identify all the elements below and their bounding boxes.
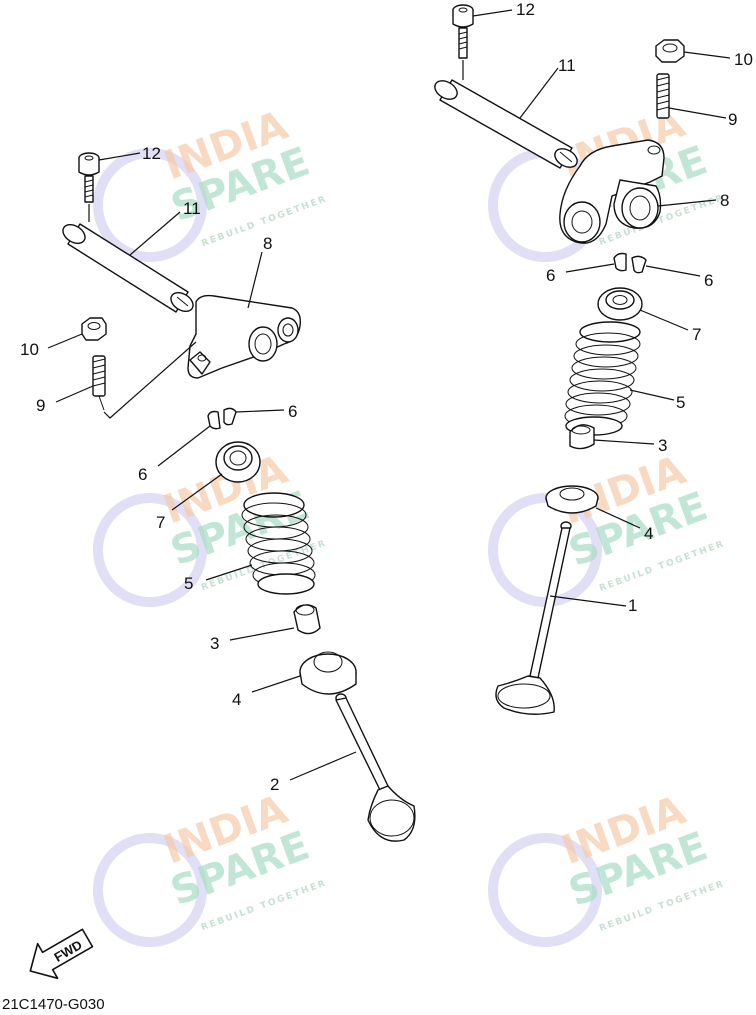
leader-line <box>98 152 141 161</box>
leader-line <box>103 341 197 419</box>
watermark-bottom-left: INDIA SPARE REBUILD TOGETHER <box>93 787 328 947</box>
leader-line <box>129 211 181 256</box>
callout-left-9: 9 <box>36 396 45 415</box>
left-adjusting-screw-9 <box>92 355 106 411</box>
right-nut-10 <box>655 39 685 63</box>
fwd-arrow-icon: FWD <box>29 928 94 980</box>
left-valve-cotters-6 <box>207 407 237 430</box>
callout-right-9: 9 <box>728 110 737 129</box>
leader-line <box>565 263 615 273</box>
leader-line <box>251 675 301 693</box>
leader-line <box>157 425 211 467</box>
right-valve-1 <box>495 521 572 715</box>
left-rocker-arm-8 <box>187 294 302 379</box>
callout-left-8: 8 <box>263 234 272 253</box>
leader-line <box>289 751 357 781</box>
leader-line <box>657 199 717 207</box>
callout-right-5: 5 <box>676 393 685 412</box>
leader-line <box>205 564 253 581</box>
watermark-top-left: INDIA SPARE REBUILD TOGETHER <box>93 102 329 262</box>
leader-line <box>629 389 675 401</box>
watermark-mid-right: INDIA SPARE REBUILD TOGETHER <box>488 447 727 607</box>
left-stem-seal-3 <box>293 604 321 635</box>
callout-right-4: 4 <box>644 524 653 543</box>
right-rocker-arm-8 <box>559 139 665 244</box>
left-spring-retainer-7 <box>215 441 261 483</box>
callout-left-5: 5 <box>184 574 193 593</box>
left-spring-seat-4 <box>299 651 357 695</box>
right-rocker-shaft-11 <box>434 79 578 169</box>
callout-right-10: 10 <box>734 50 753 69</box>
leader-line <box>668 107 727 119</box>
left-bolt-12 <box>78 152 100 203</box>
watermark-bottom-right: INDIA SPARE REBUILD TOGETHER <box>488 787 727 947</box>
right-adjusting-screw-9 <box>656 73 670 119</box>
callout-right-7: 7 <box>692 325 701 344</box>
leader-line <box>519 67 559 119</box>
leader-line <box>55 385 94 403</box>
leader-line <box>472 9 513 17</box>
leader-line <box>593 439 655 445</box>
callout-right-12: 12 <box>516 0 535 19</box>
callout-left-10: 10 <box>20 340 39 359</box>
callout-left-6b: 6 <box>138 465 147 484</box>
leader-line <box>171 473 223 511</box>
right-spring-seat-4 <box>545 485 599 514</box>
leader-line <box>639 309 689 331</box>
callout-left-7: 7 <box>156 513 165 532</box>
callout-right-1: 1 <box>628 596 637 615</box>
leader-line <box>683 51 731 59</box>
right-stem-seal-3 <box>569 424 595 450</box>
callout-right-6a: 6 <box>546 266 555 285</box>
left-rocker-shaft-11 <box>62 223 194 313</box>
leader-line <box>229 627 295 641</box>
left-nut-10 <box>81 317 107 341</box>
callout-left-3: 3 <box>210 634 219 653</box>
callout-right-11: 11 <box>558 56 576 75</box>
callout-left-11: 11 <box>183 199 201 218</box>
callout-left-12: 12 <box>142 144 161 163</box>
callout-left-4: 4 <box>232 690 241 709</box>
callout-right-8: 8 <box>720 191 729 210</box>
leader-line <box>47 333 83 349</box>
right-bolt-12 <box>452 4 474 59</box>
right-valve-spring-5 <box>564 321 641 436</box>
callout-right-3: 3 <box>658 436 667 455</box>
left-valve-spring-5 <box>241 492 316 595</box>
leader-line <box>549 595 627 607</box>
right-valve-cotters-6 <box>613 252 647 274</box>
right-spring-retainer-7 <box>597 287 643 321</box>
left-valve-2 <box>335 693 416 842</box>
callout-right-6b: 6 <box>704 271 713 290</box>
callout-left-2: 2 <box>270 775 279 794</box>
callout-left-6a: 6 <box>288 402 297 421</box>
leader-line <box>247 251 263 309</box>
leader-line <box>235 409 285 413</box>
leader-line <box>595 507 641 529</box>
leader-line <box>645 265 701 277</box>
diagram-code: 21C1470-G030 <box>2 996 105 1013</box>
